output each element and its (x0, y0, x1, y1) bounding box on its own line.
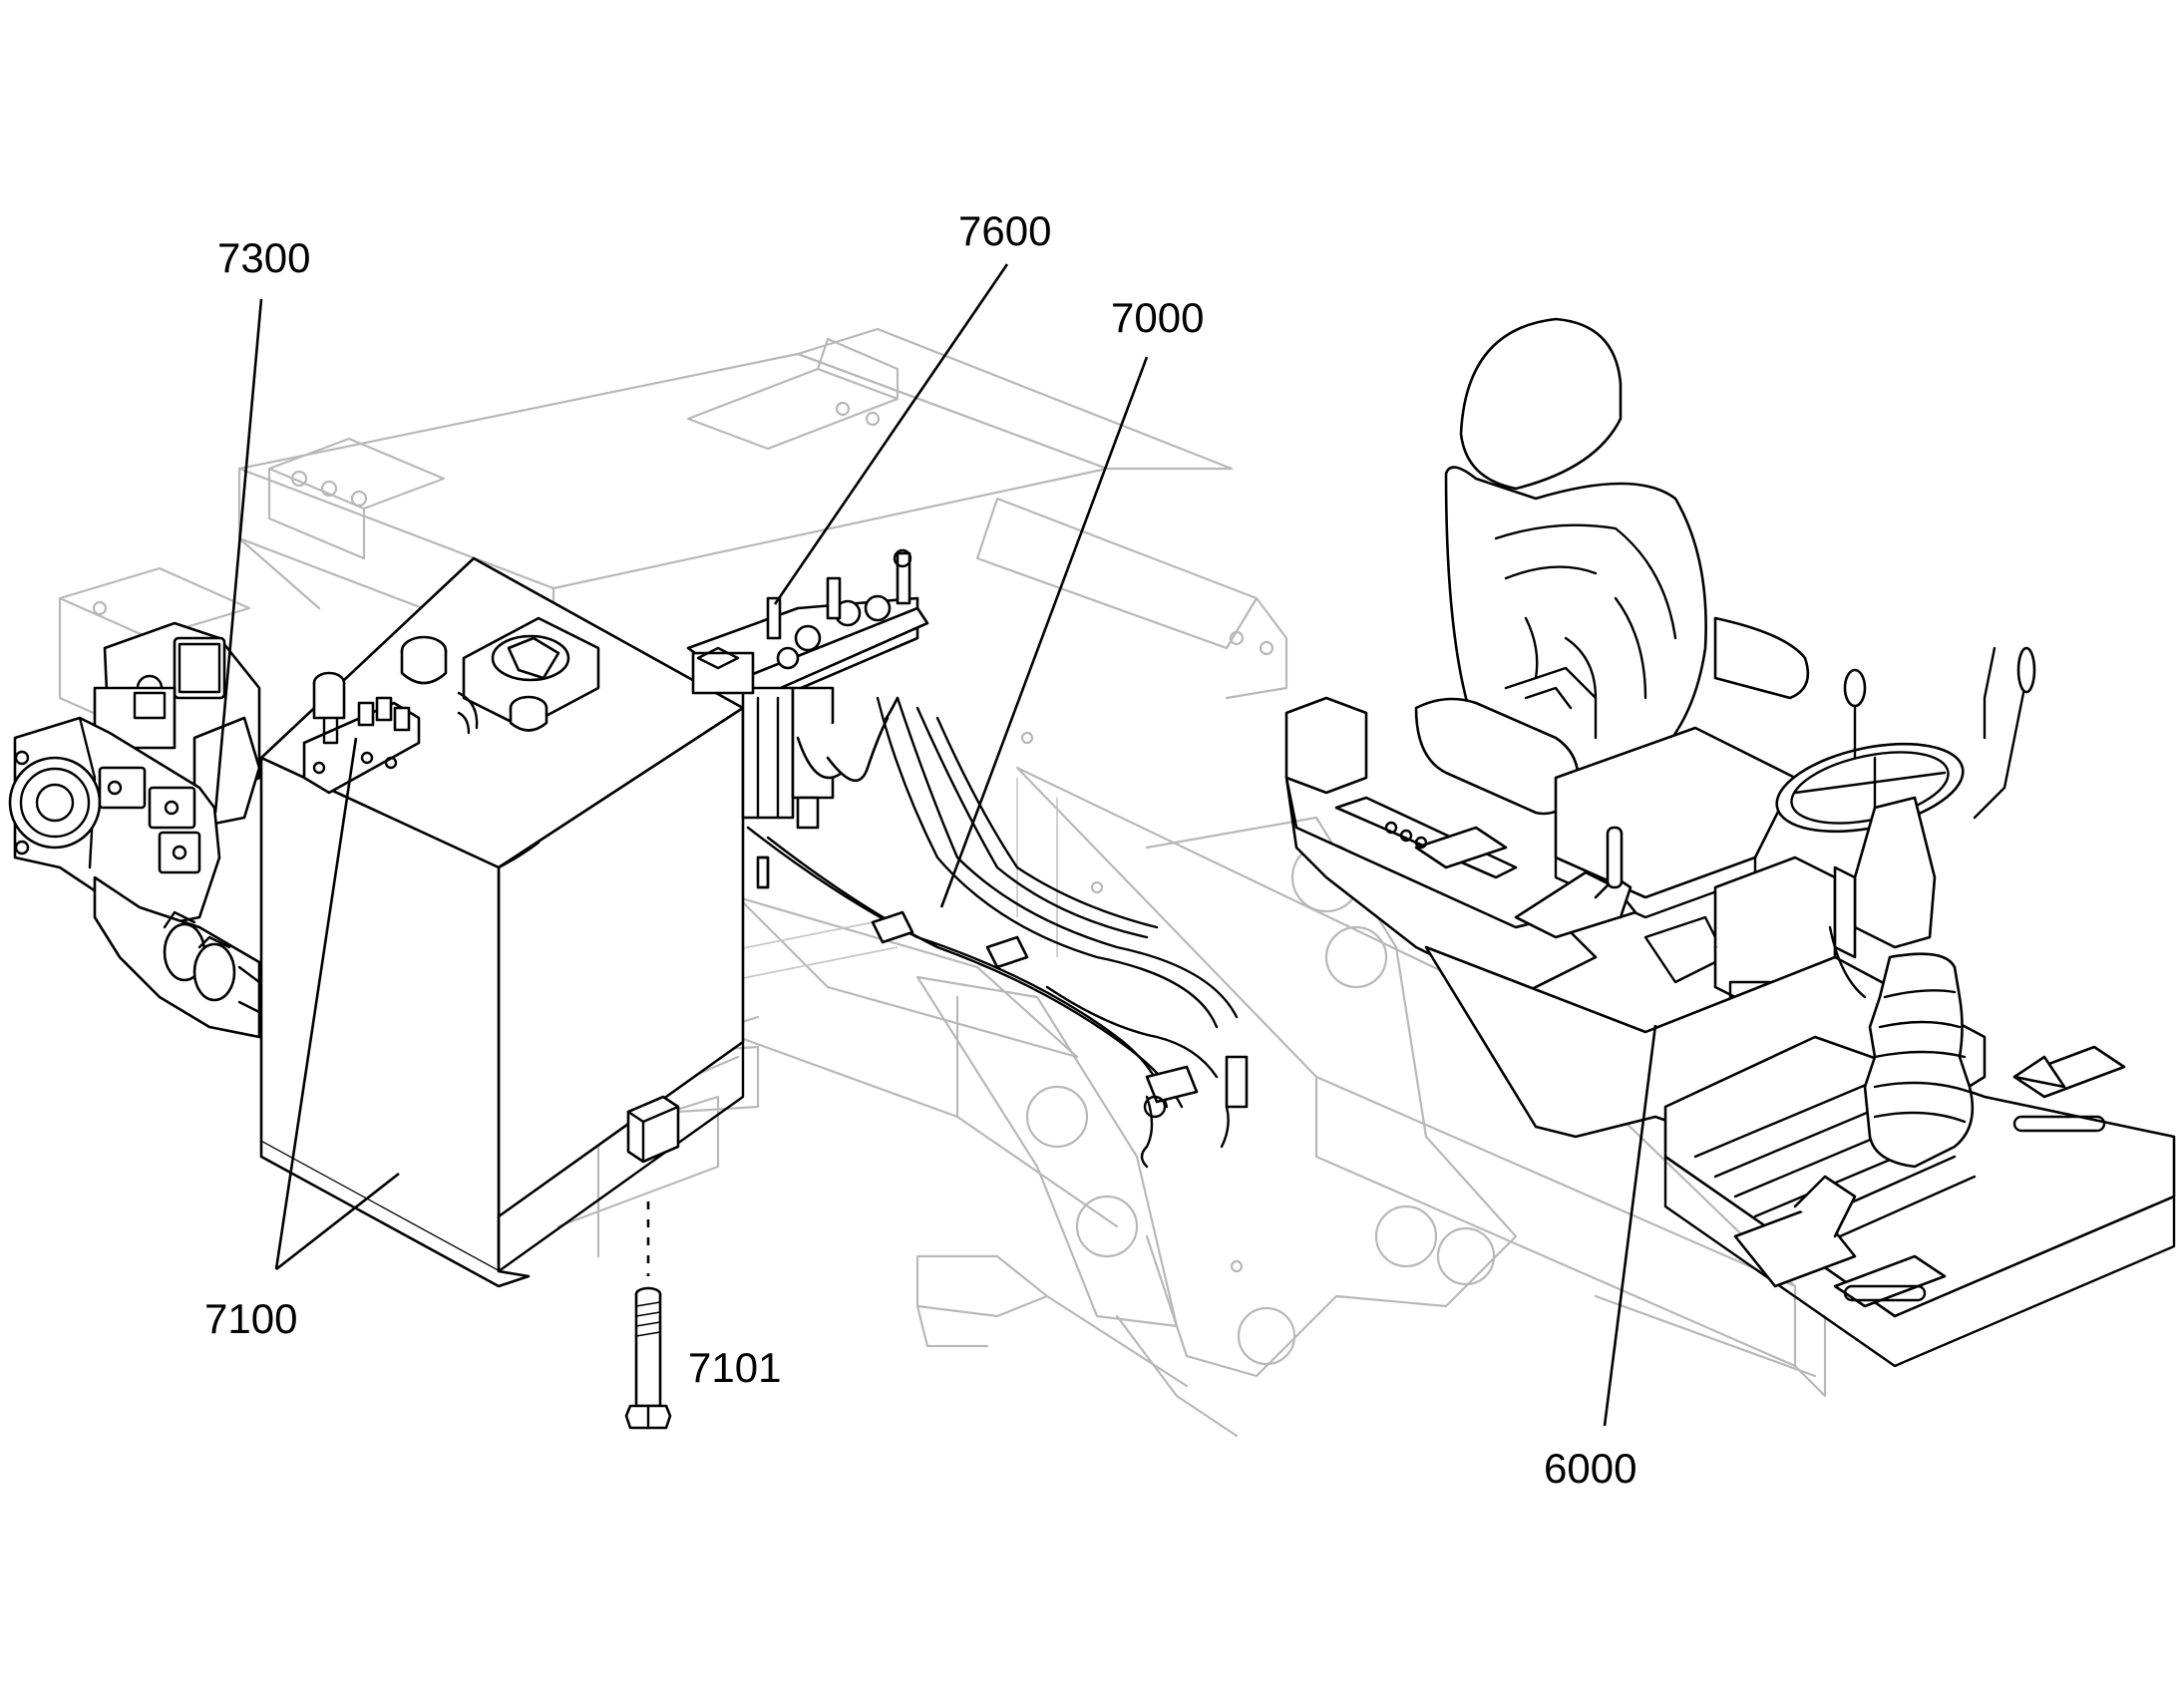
leader-7100-a (274, 737, 358, 1270)
hose-bundle (746, 696, 1249, 1169)
leader-7000 (939, 356, 1149, 908)
hydraulic-tank (259, 556, 745, 1288)
leader-7300 (213, 298, 263, 814)
leader-7100-b (275, 1172, 400, 1271)
callout-label-7300: 7300 (217, 234, 311, 281)
callout-leaders (213, 263, 1657, 1427)
fixing-bolt (624, 1201, 672, 1430)
callout-label-7100: 7100 (204, 1295, 298, 1342)
callout-label-6000: 6000 (1544, 1445, 1637, 1492)
hydraulic-pump-assembly (8, 621, 261, 1039)
leader-6000 (1603, 1024, 1657, 1427)
callout-label-7000: 7000 (1111, 294, 1205, 341)
callout-label-7101: 7101 (688, 1344, 782, 1391)
operator-station (1284, 317, 2176, 1368)
leader-7600 (773, 263, 1009, 605)
callout-label-7600: 7600 (958, 207, 1052, 254)
machine-frame-ghost (58, 327, 1827, 1438)
control-valve-block (686, 548, 929, 889)
